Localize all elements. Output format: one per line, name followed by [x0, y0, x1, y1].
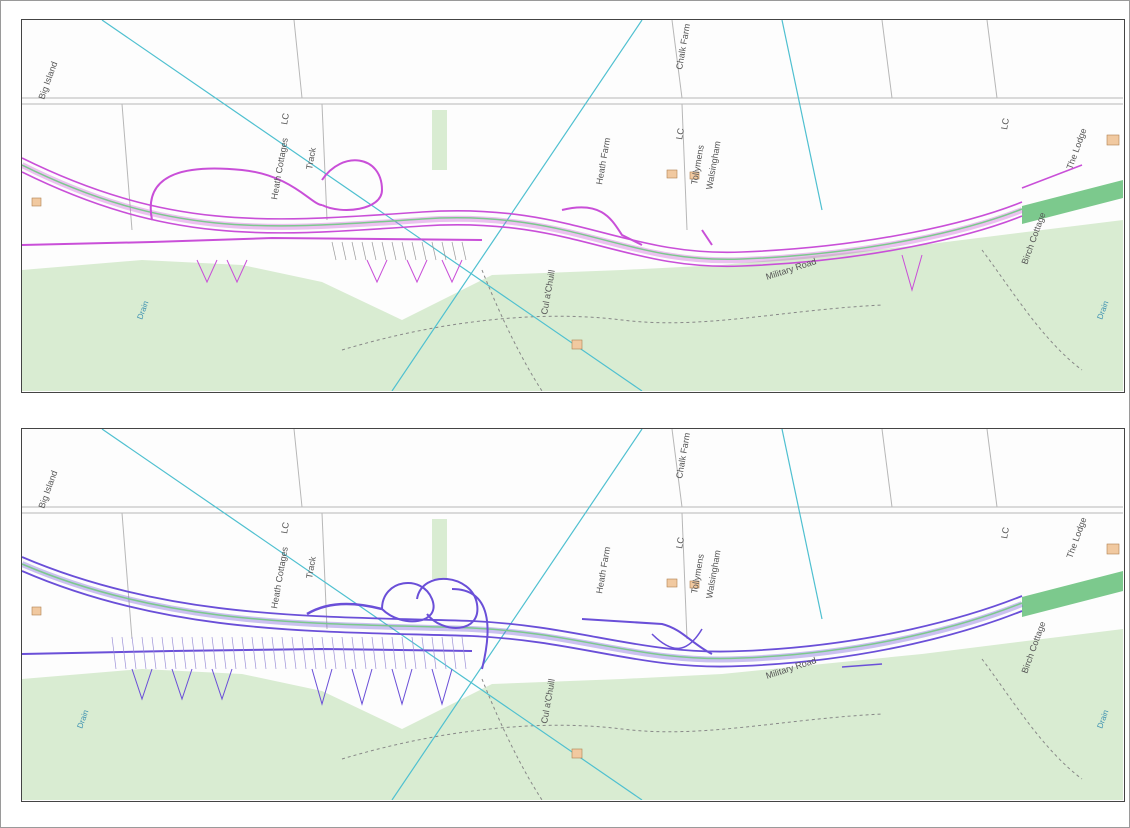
map-panel-bottom: Big Island LC LC LC Chalk Farm Walsingha…	[21, 428, 1125, 802]
label-tollymens: Tollymens	[689, 144, 706, 186]
map-canvas-bottom: Big Island LC LC LC Chalk Farm Walsingha…	[22, 429, 1123, 800]
label-lc-1: LC	[279, 112, 291, 126]
tracks	[341, 249, 1083, 391]
existing-road	[1022, 571, 1123, 617]
label-lc-2: LC	[674, 536, 686, 550]
woodland-area	[22, 629, 1123, 800]
buildings	[31, 543, 1120, 759]
label-chalk-farm: Chalk Farm	[674, 23, 692, 71]
label-walsingham: Walsingham	[704, 140, 722, 190]
label-heath-farm: Heath Farm	[594, 137, 612, 186]
map-canvas-top: Big Island LC LC LC Chalk Farm Walsingha…	[22, 20, 1123, 391]
woodland-area	[22, 220, 1123, 391]
embankment-hatch	[331, 241, 467, 261]
label-walsingham: Walsingham	[704, 549, 722, 599]
label-lc-1: LC	[279, 521, 291, 535]
embankment-hatch	[111, 636, 467, 670]
proposed-route-a	[22, 157, 1083, 268]
label-the-lodge: The Lodge	[1064, 127, 1088, 171]
woodland-strip	[432, 110, 447, 170]
label-lc-3: LC	[999, 117, 1011, 131]
label-big-island: Big Island	[36, 60, 59, 101]
label-big-island: Big Island	[36, 469, 59, 510]
cyan-lines	[101, 429, 823, 800]
drainage-features	[196, 254, 923, 292]
proposed-route-b	[22, 556, 1024, 670]
label-lc-3: LC	[999, 526, 1011, 540]
tracks	[341, 658, 1083, 800]
label-the-lodge: The Lodge	[1064, 516, 1088, 560]
label-heath-cottages: Heath Cottages	[269, 137, 290, 201]
buildings	[31, 134, 1120, 350]
label-track: Track	[304, 146, 318, 170]
field-boundaries	[22, 20, 1123, 231]
label-heath-farm: Heath Farm	[594, 546, 612, 595]
label-lc-2: LC	[674, 127, 686, 141]
field-boundaries	[22, 429, 1123, 640]
existing-road	[1022, 180, 1123, 224]
label-tollymens: Tollymens	[689, 553, 706, 595]
drainage-features	[131, 668, 453, 706]
label-chalk-farm: Chalk Farm	[674, 432, 692, 480]
map-panel-top: Big Island LC LC LC Chalk Farm Walsingha…	[21, 19, 1125, 393]
label-heath-cottages: Heath Cottages	[269, 546, 290, 610]
woodland-strip	[432, 519, 447, 579]
label-track: Track	[304, 555, 318, 579]
